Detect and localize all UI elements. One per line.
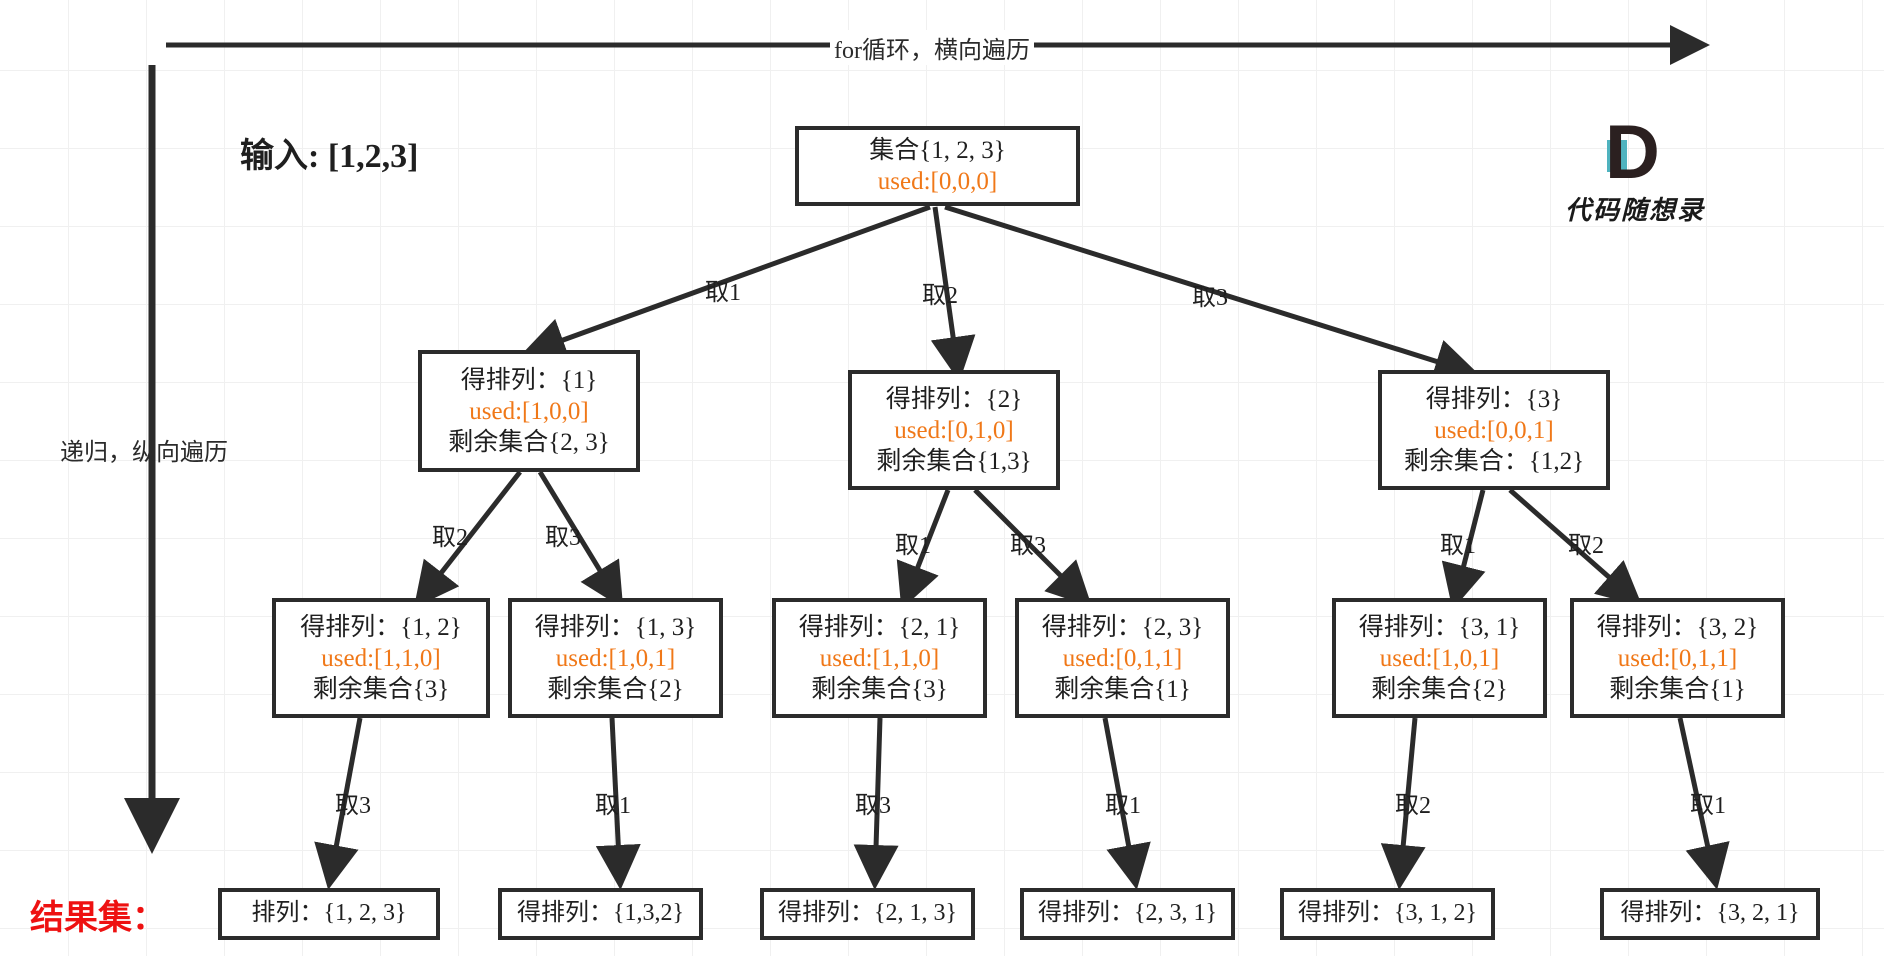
node-root-used: used:[0,0,0] xyxy=(877,168,998,195)
edge-label-leaf2-take1: 取1 xyxy=(595,793,631,819)
node-l2b: 得排列：{1, 3} used:[1,0,1] 剩余集合{2} xyxy=(508,598,723,718)
node-l2c-title: 得排列：{2, 1} xyxy=(798,613,961,641)
node-l2d-used: used:[0,1,1] xyxy=(1062,644,1183,672)
node-l2b-remaining: 剩余集合{2} xyxy=(547,675,684,703)
edge-label-leaf4-take1: 取1 xyxy=(1105,793,1141,819)
edge-label-l1c-take1: 取1 xyxy=(1440,533,1476,559)
logo-text: 代码随想录 xyxy=(1564,196,1705,225)
node-l2c: 得排列：{2, 1} used:[1,1,0] 剩余集合{3} xyxy=(772,598,987,718)
node-l2a: 得排列：{1, 2} used:[1,1,0] 剩余集合{3} xyxy=(272,598,490,718)
node-l1a: 得排列：{1} used:[1,0,0] 剩余集合{2, 3} xyxy=(418,350,640,472)
node-l1a-title: 得排列：{1} xyxy=(460,366,598,394)
node-l2e-used: used:[1,0,1] xyxy=(1379,644,1500,672)
node-l2b-used: used:[1,0,1] xyxy=(555,644,676,672)
edge-label-l1c-take2: 取2 xyxy=(1568,533,1604,559)
edge-label-l1b-take3: 取3 xyxy=(1010,533,1046,559)
edge-label-l1a-take3: 取3 xyxy=(545,525,581,551)
node-root: 集合{1, 2, 3} used:[0,0,0] xyxy=(795,126,1080,206)
node-l2e-title: 得排列：{3, 1} xyxy=(1358,613,1521,641)
node-l2c-remaining: 剩余集合{3} xyxy=(811,675,948,703)
node-l2f-remaining: 剩余集合{1} xyxy=(1609,675,1746,703)
node-l2e-remaining: 剩余集合{2} xyxy=(1371,675,1508,703)
brand-logo: D 代码随想录 xyxy=(1545,110,1725,227)
leaf-node-3-text: 得排列：{2, 1, 3} xyxy=(777,900,958,927)
edge-label-leaf3-take3: 取3 xyxy=(855,793,891,819)
leaf-node-6: 得排列：{3, 2, 1} xyxy=(1600,888,1820,940)
edge-label-leaf5-take2: 取2 xyxy=(1395,793,1431,819)
node-l1a-remaining: 剩余集合{2, 3} xyxy=(448,428,610,456)
node-l1c-title: 得排列：{3} xyxy=(1425,385,1563,413)
node-l2f-used: used:[0,1,1] xyxy=(1617,644,1738,672)
leaf-node-3: 得排列：{2, 1, 3} xyxy=(760,888,975,940)
node-l1c: 得排列：{3} used:[0,0,1] 剩余集合：{1,2} xyxy=(1378,370,1610,490)
edge-label-root-take3: 取3 xyxy=(1192,285,1228,311)
node-l2d-title: 得排列：{2, 3} xyxy=(1041,613,1204,641)
leaf-node-5: 得排列：{3, 1, 2} xyxy=(1280,888,1495,940)
node-l2f: 得排列：{3, 2} used:[0,1,1] 剩余集合{1} xyxy=(1570,598,1785,718)
leaf-node-2-text: 得排列：{1,3,2} xyxy=(516,900,685,927)
edge-label-leaf1-take3: 取3 xyxy=(335,793,371,819)
node-l2e: 得排列：{3, 1} used:[1,0,1] 剩余集合{2} xyxy=(1332,598,1547,718)
input-label: 输入: [1,2,3] xyxy=(240,138,419,175)
node-l1b: 得排列：{2} used:[0,1,0] 剩余集合{1,3} xyxy=(848,370,1060,490)
edge-label-root-take1: 取1 xyxy=(705,280,741,306)
leaf-node-1: 排列：{1, 2, 3} xyxy=(218,888,440,940)
leaf-node-2: 得排列：{1,3,2} xyxy=(498,888,703,940)
edge-label-l1a-take2: 取2 xyxy=(432,525,468,551)
node-l1b-remaining: 剩余集合{1,3} xyxy=(876,447,1032,475)
node-l1c-remaining: 剩余集合：{1,2} xyxy=(1403,447,1585,475)
node-l2c-used: used:[1,1,0] xyxy=(819,644,940,672)
node-l1b-title: 得排列：{2} xyxy=(885,385,1023,413)
node-l2b-title: 得排列：{1, 3} xyxy=(534,613,697,641)
node-l2d-remaining: 剩余集合{1} xyxy=(1054,675,1191,703)
logo-d-icon: D xyxy=(1545,110,1725,195)
result-set-label: 结果集： xyxy=(30,900,166,937)
node-l1b-used: used:[0,1,0] xyxy=(894,416,1014,444)
leaf-node-4: 得排列：{2, 3, 1} xyxy=(1020,888,1235,940)
node-root-title: 集合{1, 2, 3} xyxy=(869,137,1006,164)
node-l2a-remaining: 剩余集合{3} xyxy=(312,675,450,703)
edge-label-leaf6-take1: 取1 xyxy=(1690,793,1726,819)
leaf-node-4-text: 得排列：{2, 3, 1} xyxy=(1037,900,1218,927)
left-axis-label: 递归，纵向遍历 xyxy=(60,440,228,466)
node-l2a-used: used:[1,1,0] xyxy=(321,644,441,672)
logo-accent-bar xyxy=(1607,140,1627,172)
leaf-node-5-text: 得排列：{3, 1, 2} xyxy=(1297,900,1478,927)
leaf-node-1-text: 排列：{1, 2, 3} xyxy=(251,900,407,927)
edge-label-l1b-take1: 取1 xyxy=(895,533,931,559)
top-axis-label: for循环，横向遍历 xyxy=(830,30,1034,65)
logo-letter: D xyxy=(1605,110,1660,195)
node-l1c-used: used:[0,0,1] xyxy=(1434,416,1554,444)
node-l2f-title: 得排列：{3, 2} xyxy=(1596,613,1759,641)
leaf-node-6-text: 得排列：{3, 2, 1} xyxy=(1620,900,1800,927)
edge-label-root-take2: 取2 xyxy=(922,283,958,309)
node-l1a-used: used:[1,0,0] xyxy=(469,397,589,425)
node-l2d: 得排列：{2, 3} used:[0,1,1] 剩余集合{1} xyxy=(1015,598,1230,718)
node-l2a-title: 得排列：{1, 2} xyxy=(300,613,462,641)
